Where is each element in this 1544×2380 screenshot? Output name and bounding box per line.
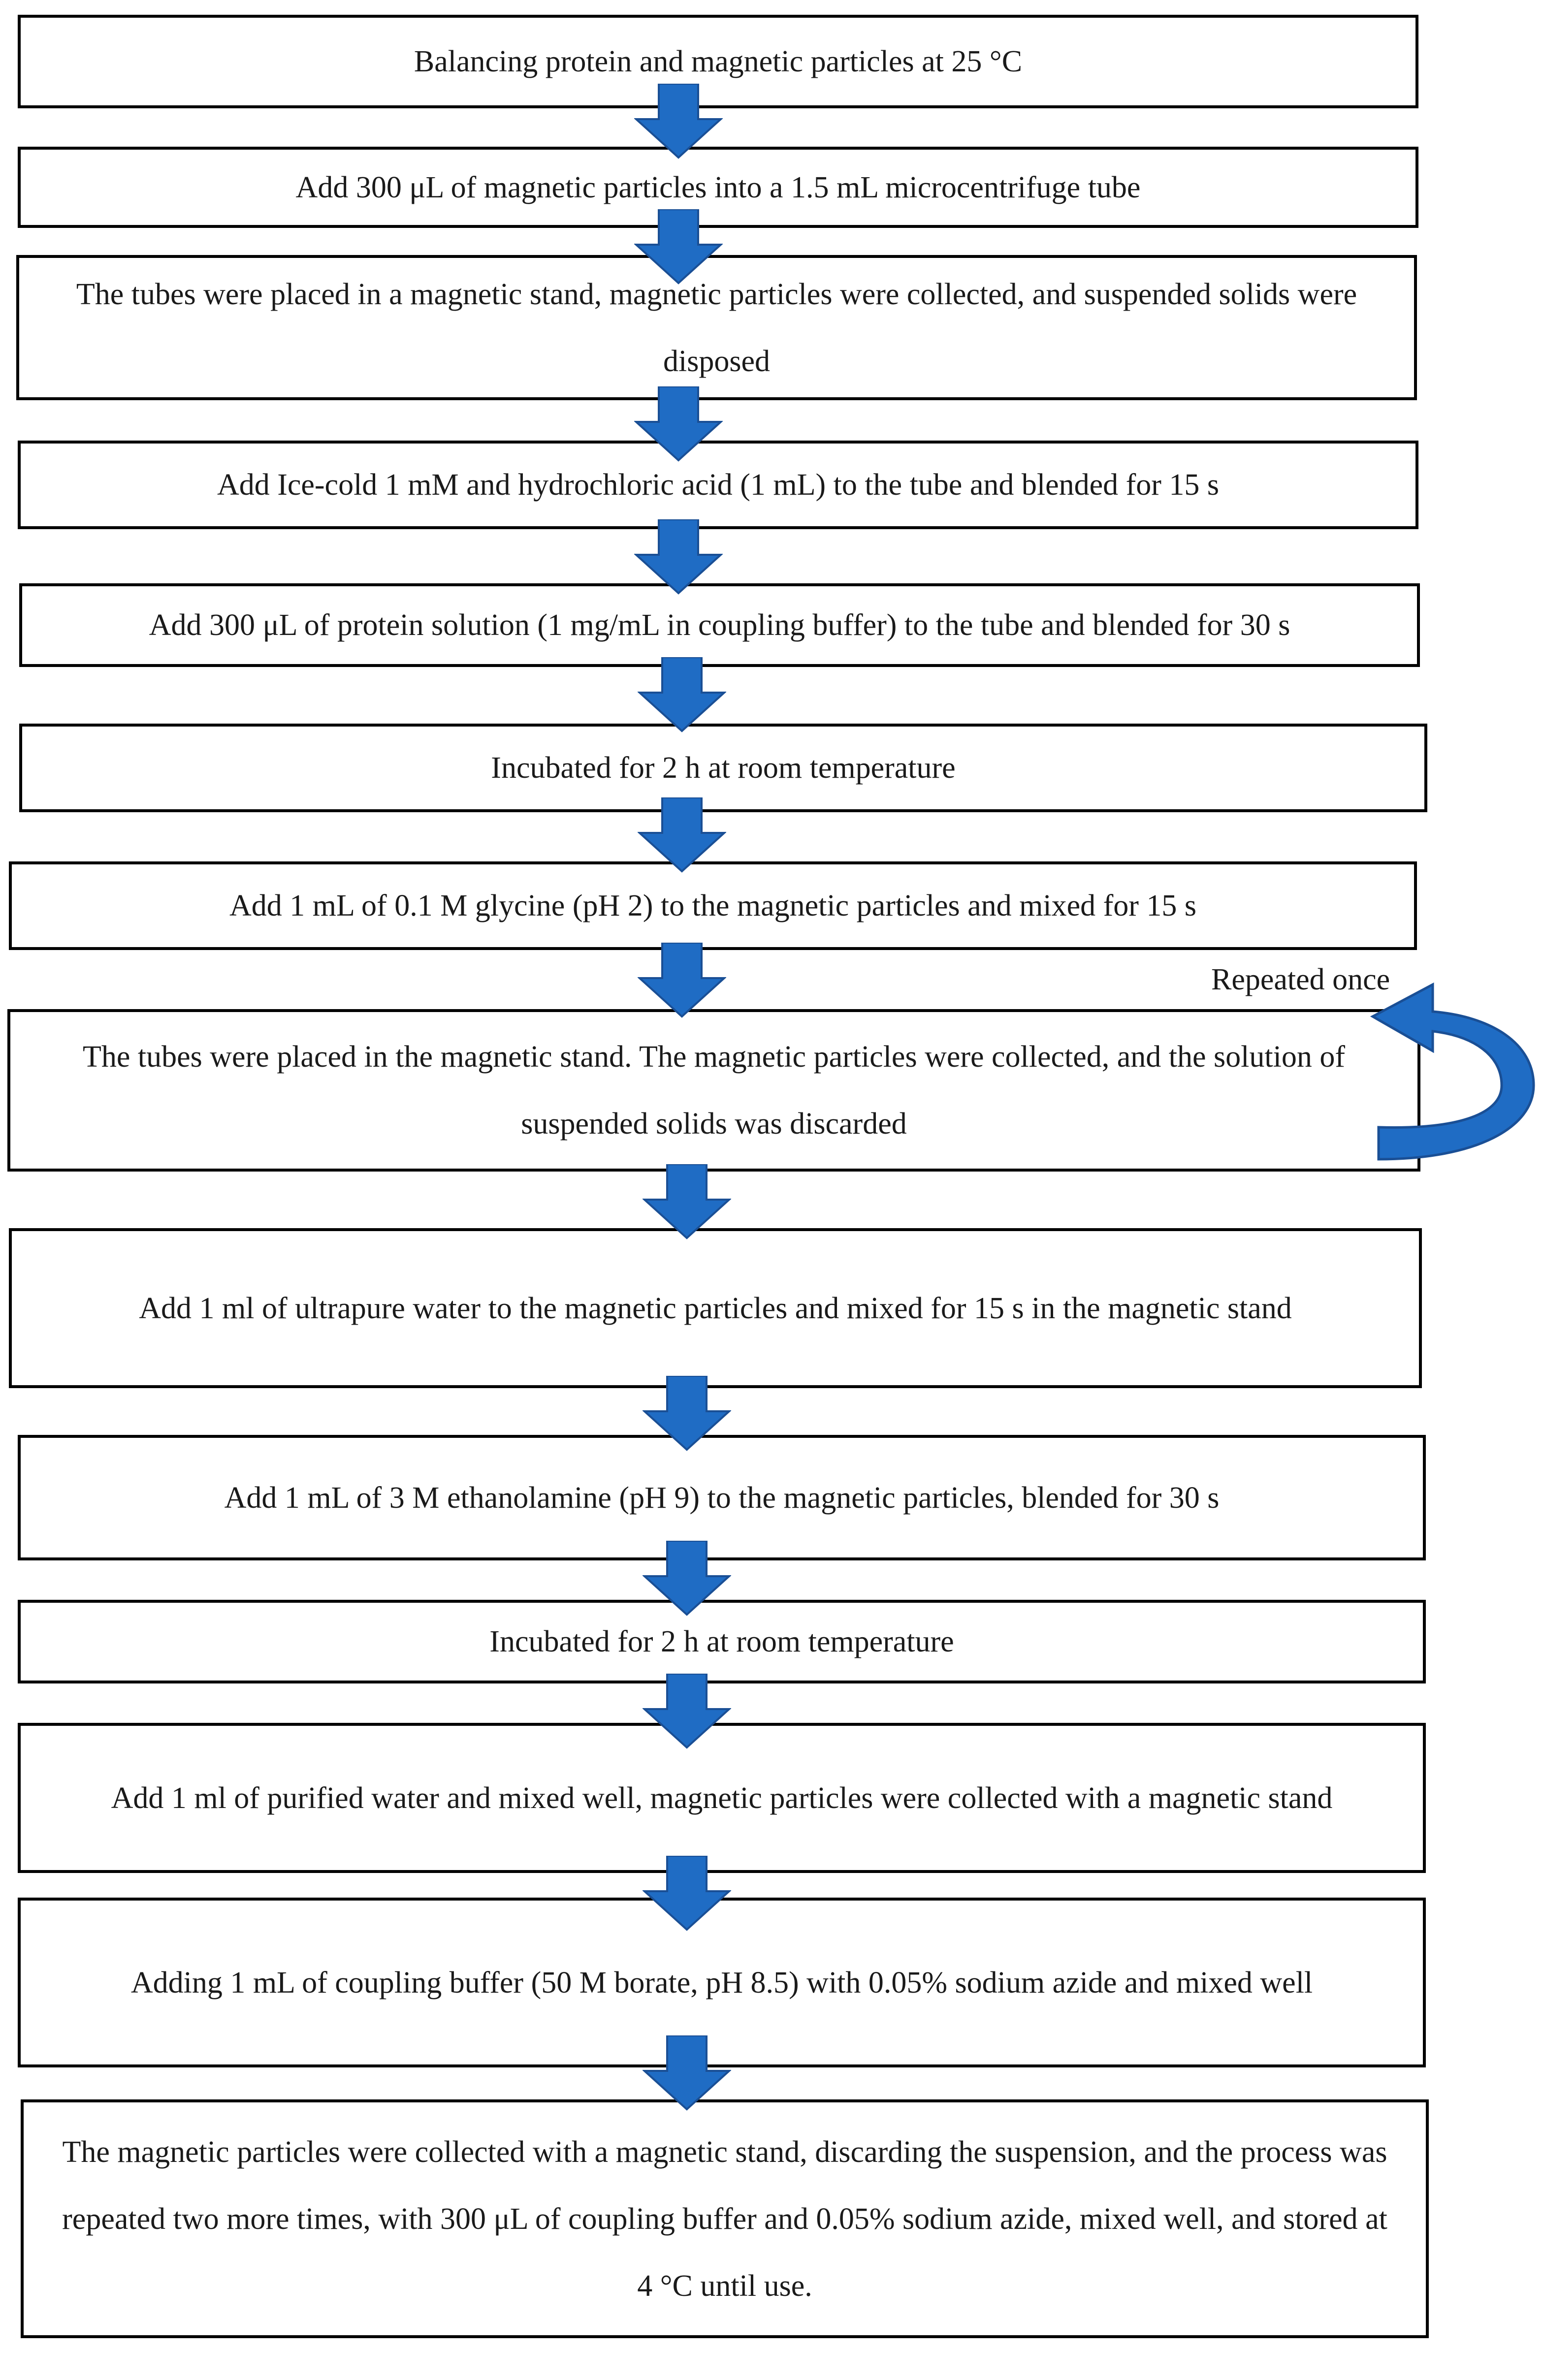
down-arrow-icon	[638, 797, 726, 873]
down-arrow-icon	[634, 209, 723, 285]
step-box: The tubes were placed in the magnetic st…	[7, 1009, 1420, 1172]
down-arrow-icon	[634, 519, 723, 595]
step-text: Add 1 mL of 0.1 M glycine (pH 2) to the …	[229, 889, 1197, 922]
step-text: Add 1 ml of purified water and mixed wel…	[111, 1781, 1333, 1815]
curved-loop-arrow-icon	[1370, 982, 1535, 1161]
step-box: Incubated for 2 h at room temperature	[19, 724, 1427, 812]
step-text: Incubated for 2 h at room temperature	[489, 1625, 954, 1658]
step-box: The tubes were placed in a magnetic stan…	[16, 255, 1417, 400]
step-text: Add 1 ml of ultrapure water to the magne…	[139, 1291, 1292, 1325]
step-text: Balancing protein and magnetic particles…	[414, 45, 1023, 78]
step-box: Add 300 μL of protein solution (1 mg/mL …	[19, 583, 1420, 667]
step-box: Add 300 μL of magnetic particles into a …	[18, 147, 1418, 228]
down-arrow-icon	[638, 657, 726, 732]
down-arrow-icon	[643, 1674, 731, 1749]
repeat-label: Repeated once	[1211, 963, 1390, 996]
step-box: Add 1 ml of ultrapure water to the magne…	[9, 1228, 1422, 1388]
down-arrow-icon	[643, 1164, 731, 1239]
step-text: Add 1 mL of 3 M ethanolamine (pH 9) to t…	[224, 1481, 1220, 1515]
down-arrow-icon	[643, 1376, 731, 1451]
step-text: Add Ice-cold 1 mM and hydrochloric acid …	[217, 468, 1220, 502]
step-text: The magnetic particles were collected wi…	[62, 2135, 1387, 2303]
step-text: The tubes were placed in a magnetic stan…	[76, 277, 1357, 378]
down-arrow-icon	[643, 1541, 731, 1616]
step-box: Add 1 ml of purified water and mixed wel…	[18, 1723, 1426, 1873]
down-arrow-icon	[643, 2035, 731, 2111]
step-box: Balancing protein and magnetic particles…	[18, 15, 1418, 108]
step-text: Add 300 μL of magnetic particles into a …	[295, 170, 1141, 204]
step-box: Incubated for 2 h at room temperature	[18, 1600, 1426, 1683]
down-arrow-icon	[643, 1856, 731, 1931]
down-arrow-icon	[634, 84, 723, 159]
step-text: Incubated for 2 h at room temperature	[491, 751, 956, 785]
step-box: The magnetic particles were collected wi…	[21, 2099, 1429, 2338]
step-box: Add 1 mL of 3 M ethanolamine (pH 9) to t…	[18, 1435, 1426, 1560]
step-text: Adding 1 mL of coupling buffer (50 M bor…	[130, 1966, 1313, 1999]
step-box: Add 1 mL of 0.1 M glycine (pH 2) to the …	[9, 861, 1417, 950]
down-arrow-icon	[634, 386, 723, 462]
down-arrow-icon	[638, 943, 726, 1018]
step-text: Add 300 μL of protein solution (1 mg/mL …	[149, 608, 1290, 642]
step-text: The tubes were placed in the magnetic st…	[82, 1040, 1345, 1141]
step-box: Add Ice-cold 1 mM and hydrochloric acid …	[18, 441, 1418, 529]
